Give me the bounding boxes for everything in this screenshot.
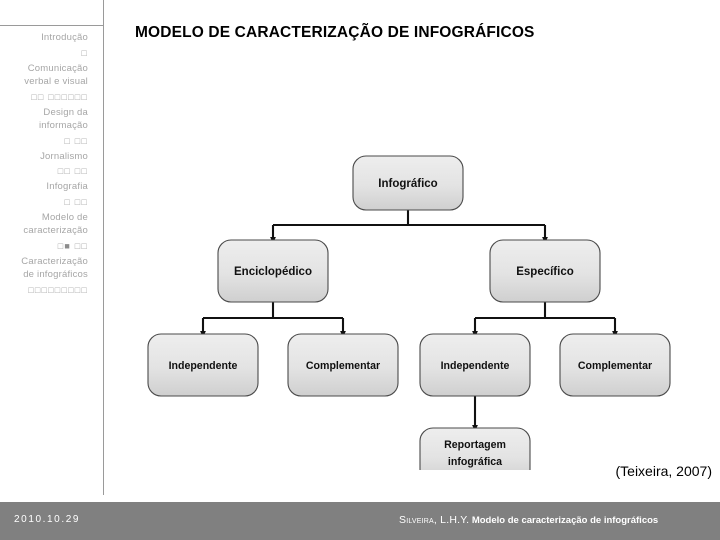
sidebar-item-caracterizacao-de-infograficos[interactable]: Caracterização de infográficos: [21, 255, 88, 281]
diagram-connectors: [200, 210, 619, 432]
node-reportagem-infografica-label-line2: infográfica: [448, 456, 502, 468]
node-infografico[interactable]: Infográfico: [352, 155, 464, 211]
node-independente-1-label: Independente: [169, 360, 238, 372]
sidebar-item-modelo-de-caracterizacao[interactable]: Modelo de caracterização: [23, 211, 88, 237]
sidebar-item-comunicacao-verbal-e-visual[interactable]: Comunicação verbal e visual: [24, 62, 88, 88]
node-independente-1-shape: [147, 333, 259, 397]
sidebar-progress-dots-active: □■ □□: [57, 240, 88, 251]
infographic-classification-diagram: Infográfico Enciclopédico Específico Ind…: [140, 140, 700, 470]
node-infografico-shape: [352, 155, 464, 211]
footer-bar: [0, 502, 720, 540]
node-independente-1[interactable]: Independente: [147, 333, 259, 397]
sidebar-item-introducao[interactable]: Introdução: [41, 32, 88, 43]
sidebar-progress-dots-7: □□□□□□□□□: [28, 284, 88, 295]
sidebar-progress-dots-2: □□ □□□□□□: [31, 91, 88, 102]
footer-date: 2010.10.29: [14, 514, 81, 525]
sidebar-top-divider: [0, 25, 104, 26]
sidebar-item-infografia[interactable]: Infografia: [46, 181, 88, 192]
node-infografico-label: Infográfico: [378, 178, 437, 190]
sidebar-progress-dots-4: □□ □□: [57, 166, 88, 176]
node-complementar-1[interactable]: Complementar: [287, 333, 399, 397]
node-independente-2-label: Independente: [441, 360, 510, 372]
footer-reference-author: Silveira, L.H.Y.: [399, 514, 470, 526]
sidebar-progress-dots-1: □: [81, 47, 88, 58]
page-title: MODELO DE CARACTERIZAÇÃO DE INFOGRÁFICOS: [135, 24, 535, 41]
footer-reference: Silveira, L.H.Y. Modelo de caracterizaçã…: [399, 514, 658, 526]
node-complementar-2-shape: [559, 333, 671, 397]
sidebar-progress-dots-5: □ □□: [64, 196, 88, 207]
node-complementar-1-shape: [287, 333, 399, 397]
source-citation: (Teixeira, 2007): [615, 463, 713, 479]
node-reportagem-infografica-label-line1: Reportagem: [444, 439, 506, 451]
node-complementar-2-label: Complementar: [578, 360, 652, 372]
node-especifico-label: Específico: [516, 266, 574, 278]
sidebar-item-jornalismo[interactable]: Jornalismo: [40, 150, 88, 162]
node-reportagem-infografica[interactable]: Reportagem infográfica: [419, 427, 531, 470]
node-complementar-2[interactable]: Complementar: [559, 333, 671, 397]
node-enciclopedico-label: Enciclopédico: [234, 266, 312, 278]
node-independente-2-shape: [419, 333, 531, 397]
sidebar-outline-list: Introdução □ Comunicação verbal e visual…: [0, 31, 96, 299]
node-reportagem-infografica-shape: [419, 427, 531, 470]
sidebar-outline-rail: [0, 0, 104, 495]
node-independente-2[interactable]: Independente: [419, 333, 531, 397]
node-complementar-1-label: Complementar: [306, 360, 380, 372]
node-especifico[interactable]: Específico: [489, 239, 601, 303]
footer-reference-title: Modelo de caracterização de infográficos: [471, 515, 659, 526]
node-enciclopedico[interactable]: Enciclopédico: [217, 239, 329, 303]
sidebar-progress-dots-3: □ □□: [64, 135, 88, 146]
node-enciclopedico-shape: [217, 239, 329, 303]
node-especifico-shape: [489, 239, 601, 303]
sidebar-item-design-da-informacao[interactable]: Design da informação: [39, 106, 88, 132]
